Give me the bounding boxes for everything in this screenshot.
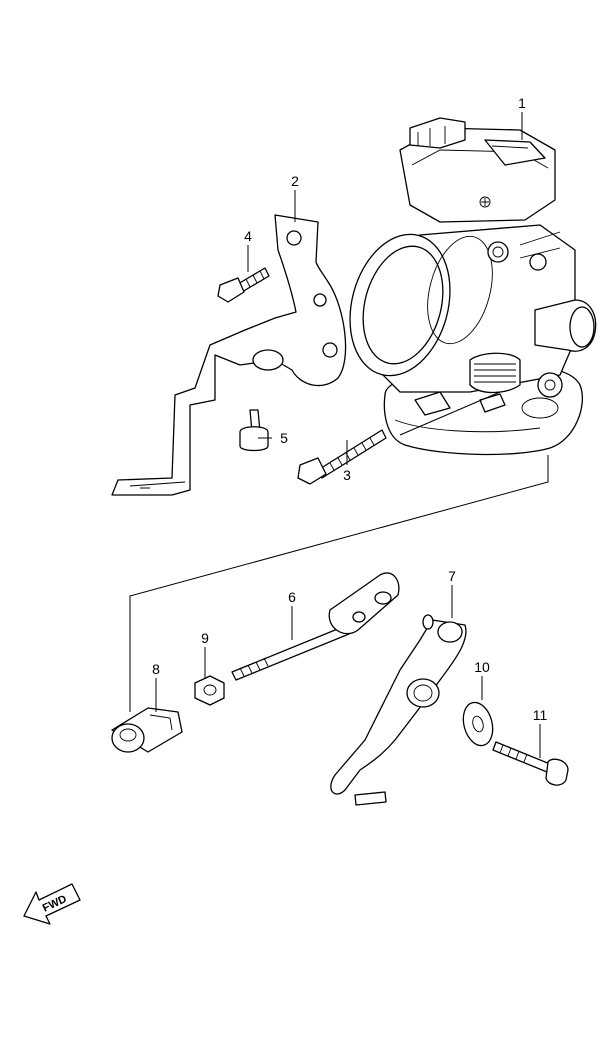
- leader-lines: [129, 112, 549, 758]
- callout-3: 3: [343, 467, 351, 483]
- callout-9: 9: [201, 630, 209, 646]
- callout-10: 10: [474, 659, 490, 675]
- bolt-long: [297, 429, 387, 485]
- fwd-arrow-icon: FWD: [23, 883, 81, 925]
- callout-11: 11: [533, 707, 548, 723]
- callout-6: 6: [288, 589, 296, 605]
- bolt-short: [217, 267, 270, 303]
- callout-5: 5: [280, 430, 288, 446]
- callout-labels: 1 2 3 4 5 6 7 8 9 10 11: [152, 95, 547, 723]
- throttle-body: [349, 117, 597, 456]
- callout-7: 7: [448, 568, 456, 584]
- rod-end: [111, 707, 183, 753]
- callout-2: 2: [291, 173, 299, 189]
- flange-bolt: [492, 741, 569, 786]
- throttle-lever: [330, 614, 467, 806]
- link-rod: [231, 572, 400, 681]
- bolt-vertical: [239, 409, 269, 452]
- bracket: [111, 214, 347, 496]
- callout-1: 1: [518, 95, 526, 111]
- callout-8: 8: [152, 661, 160, 677]
- hex-nut: [194, 675, 225, 706]
- washer: [462, 701, 494, 747]
- callout-4: 4: [244, 228, 252, 244]
